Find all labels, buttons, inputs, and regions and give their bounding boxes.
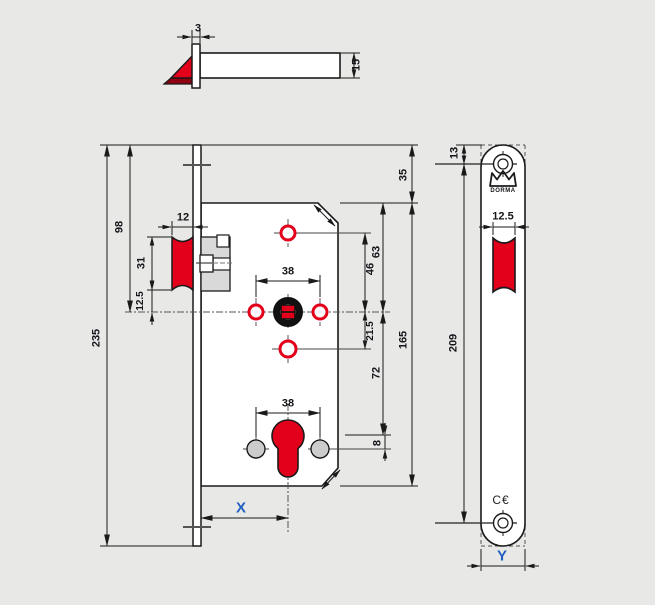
ce-mark: C€ (492, 493, 510, 507)
faceplate-view (435, 144, 539, 571)
dim-top-screw-to-spindle: 46 (364, 262, 377, 276)
dorma-logo-text: DORMA (490, 188, 516, 194)
dim-spindle-to-lower-screw: 21.5 (365, 321, 376, 341)
dim-plate-top-to-case: 35 (397, 168, 410, 182)
dim-screw-span: 209 (447, 333, 460, 353)
dim-spindle-to-cylinder: 72 (370, 366, 383, 380)
top-section-view (162, 30, 360, 89)
dim-latch-to-spindle: 12.5 (135, 291, 146, 311)
dim-plate-top-to-spindle: 98 (113, 220, 126, 234)
dim-cylinder-screw-span: 38 (281, 397, 295, 410)
dim-plate-top-to-screw: 13 (448, 146, 461, 160)
dim-case-height: 165 (397, 330, 410, 350)
dim-faceplate-latch-width: 12.5 (492, 210, 514, 223)
dim-plate-width-y: Y (496, 547, 508, 565)
dim-spindle-screw-span: 38 (281, 265, 295, 278)
dim-backset-x: X (235, 499, 247, 517)
dim-faceplate-thickness: 3 (194, 22, 202, 35)
dim-case-top-to-spindle: 63 (370, 245, 383, 259)
dim-cylinder-to-screws: 8 (371, 439, 384, 447)
dorma-crown-icon (489, 170, 517, 187)
dim-latch-width: 12 (176, 211, 190, 224)
dim-case-depth: 15 (350, 58, 363, 72)
dim-faceplate-height: 235 (90, 328, 103, 348)
dim-latch-height: 31 (135, 256, 148, 270)
front-view (100, 144, 418, 547)
